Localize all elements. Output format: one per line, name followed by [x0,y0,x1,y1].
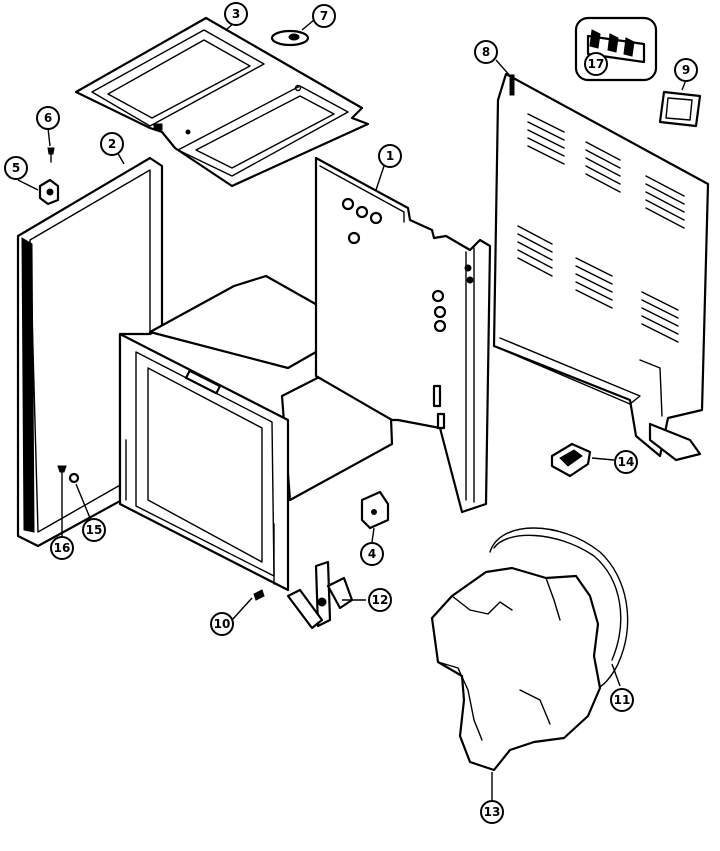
part-11-gasket [489,527,629,689]
callout-8: 8 [474,40,498,64]
callout-14: 14 [614,450,638,474]
part-16-screw [57,465,67,473]
callout-10-label: 10 [214,617,231,631]
callout-8-label: 8 [482,45,490,59]
part-4-bracket [360,490,390,530]
part-13-insulation [430,566,602,772]
callout-2-label: 2 [108,137,116,151]
callout-9: 9 [674,58,698,82]
callout-9-label: 9 [682,63,690,77]
callout-6-label: 6 [44,111,52,125]
callout-2: 2 [100,132,124,156]
callout-5: 5 [4,156,28,180]
callout-16: 16 [50,536,74,560]
part-15-screw [68,472,80,484]
callout-15: 15 [82,518,106,542]
callout-4-label: 4 [368,547,376,561]
callout-4: 4 [360,542,384,566]
callout-14-label: 14 [618,455,635,469]
back-panel-vents [517,113,685,343]
callout-16-label: 16 [54,541,71,555]
callout-6: 6 [36,106,60,130]
callout-15-label: 15 [86,523,103,537]
part-8-back-panel [492,72,710,462]
part-10-screw [253,589,265,601]
callout-11-label: 11 [614,693,631,707]
part-9-cover [658,90,702,128]
callout-7-label: 7 [320,9,328,23]
part-5-bracket [38,178,60,206]
callout-10: 10 [210,612,234,636]
leader-lines [17,19,687,800]
callout-7: 7 [312,4,336,28]
callout-3: 3 [224,2,248,26]
part-3-top-plate [74,16,370,188]
callout-12: 12 [368,588,392,612]
callout-3-label: 3 [232,7,240,21]
callout-1: 1 [378,144,402,168]
callout-1-label: 1 [386,149,394,163]
callout-5-label: 5 [12,161,20,175]
callout-17: 17 [584,52,608,76]
callout-13: 13 [480,800,504,824]
callout-13-label: 13 [484,805,501,819]
callout-11: 11 [610,688,634,712]
part-6-screw [47,147,55,163]
part-14-bracket [550,442,592,478]
callout-12-label: 12 [372,593,389,607]
part-12-hinge [286,560,354,630]
callout-17-label: 17 [588,57,605,71]
part-7-clip [270,29,310,47]
part-1-side-panel [314,156,492,514]
